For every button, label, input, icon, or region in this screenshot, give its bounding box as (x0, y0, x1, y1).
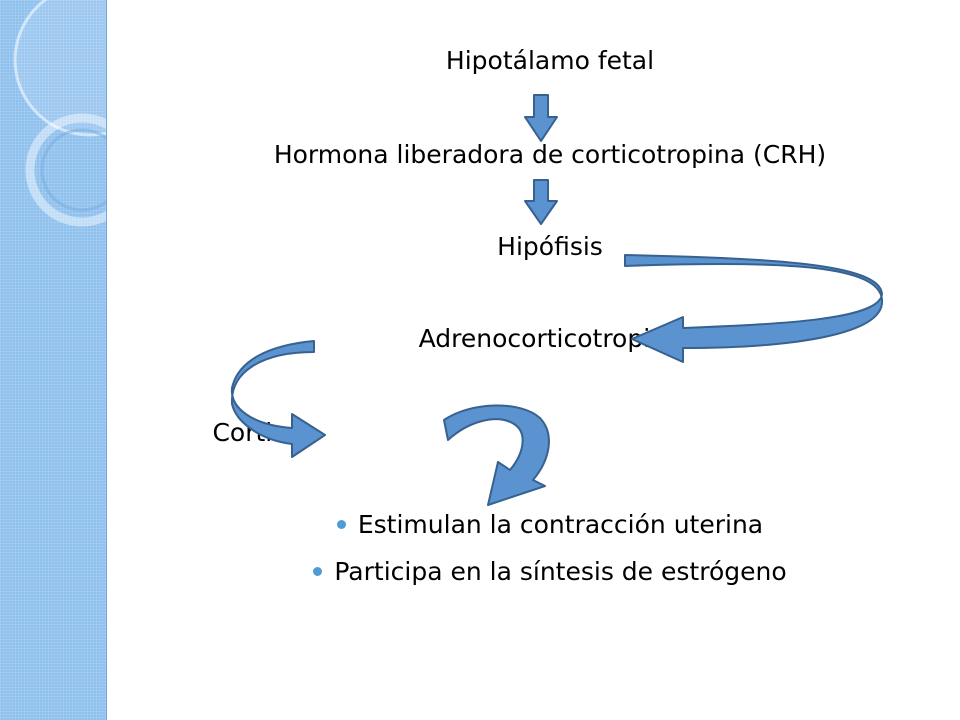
effect-text: Estimulan la contracción uterina (357, 510, 764, 539)
sidebar-circles-decoration (13, 0, 106, 227)
node-hipotalamo: Hipotálamo fetal (445, 46, 655, 75)
arrow-down-icon (524, 94, 558, 142)
effect-item-2: Participa en la síntesis de estrógeno (0, 557, 960, 587)
bullet-dot (313, 566, 323, 576)
curved-arrow-icon (443, 404, 550, 506)
curved-arrow-icon (230, 340, 326, 458)
curved-arrow-icon (624, 254, 884, 363)
bullet-dot (336, 519, 346, 529)
arrow-down-icon (524, 179, 558, 225)
effect-item-1: Estimulan la contracción uterina (0, 510, 960, 540)
node-hipofisis: Hipófisis (497, 232, 603, 261)
node-crh: Hormona liberadora de corticotropina (CR… (273, 140, 827, 169)
effect-text: Participa en la síntesis de estrógeno (334, 557, 787, 586)
decorative-sidebar (0, 0, 107, 720)
